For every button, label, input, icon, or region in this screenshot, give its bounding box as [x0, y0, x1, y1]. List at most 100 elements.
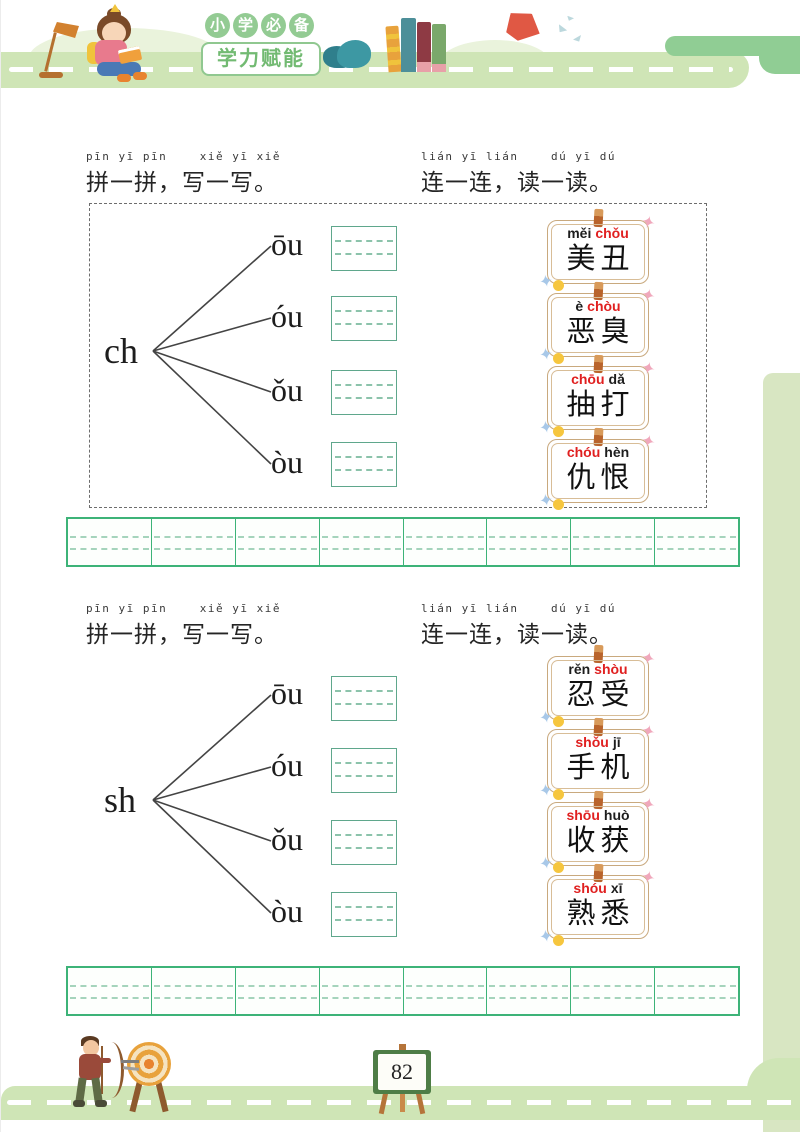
section1-title-right: 连一连，读一读。 — [421, 170, 613, 195]
final-ou4[interactable]: òu — [271, 444, 303, 480]
pinyin-syllable: huò — [603, 807, 630, 823]
pinyin-syllable: chòu — [587, 298, 621, 314]
section2-title-left: 拼一拼，写一写。 — [86, 622, 278, 647]
final-ou3[interactable]: ǒu — [271, 372, 303, 408]
practice-cell[interactable] — [68, 519, 152, 565]
side-bar — [763, 373, 800, 1132]
card-word: 恶臭 — [566, 316, 635, 348]
practice-cell[interactable] — [68, 968, 152, 1014]
writing-box[interactable] — [331, 892, 397, 937]
pinyin-syllable: chǒu — [595, 225, 629, 241]
desk-lamp-icon — [33, 20, 85, 86]
card-word: 仇恨 — [566, 462, 635, 494]
card-word: 忍受 — [566, 679, 635, 711]
pinyin-syllable: shòu — [594, 661, 628, 677]
road-dash-line — [9, 67, 733, 72]
archery-target-icon — [121, 1042, 175, 1113]
girl-reading-icon — [83, 4, 155, 90]
pinyin-syllable: hèn — [604, 444, 630, 460]
writing-box[interactable] — [331, 226, 397, 271]
corner-tab-step — [759, 48, 800, 74]
paper-shard — [567, 16, 574, 22]
final-ou1[interactable]: ōu — [271, 226, 303, 262]
badge-subtitle: 学力赋能 — [201, 42, 321, 76]
initial-sh[interactable]: sh — [104, 780, 137, 820]
practice-cell[interactable] — [236, 519, 320, 565]
practice-cell[interactable] — [236, 968, 320, 1014]
practice-cell[interactable] — [487, 968, 572, 1014]
practice-cell[interactable] — [404, 968, 488, 1014]
section1-dashed-frame — [89, 203, 707, 508]
badge-char: 小 — [205, 13, 230, 38]
final-ou3[interactable]: ǒu — [271, 821, 303, 857]
section1-pinyin-left: pīn yī pīn xiě yī xiě — [86, 150, 281, 163]
final-ou1[interactable]: ōu — [271, 675, 303, 711]
writing-box[interactable] — [331, 442, 397, 487]
practice-cell[interactable] — [655, 968, 738, 1014]
card-word: 手机 — [566, 752, 635, 784]
dot-decoration — [553, 499, 564, 510]
dot-decoration — [553, 716, 564, 727]
final-ou2[interactable]: óu — [271, 298, 303, 334]
initial-ch[interactable]: ch — [104, 331, 138, 371]
branch-lines — [152, 694, 272, 914]
card-word: 收获 — [566, 825, 635, 857]
section2-pinyin-left: pīn yī pīn xiě yī xiě — [86, 602, 281, 615]
practice-strip[interactable] — [66, 517, 740, 567]
pinyin-syllable: xī — [610, 880, 623, 896]
paper-shard — [556, 24, 568, 35]
practice-strip[interactable] — [66, 966, 740, 1016]
practice-cell[interactable] — [571, 519, 656, 565]
dot-decoration — [553, 280, 564, 291]
branch-lines — [152, 245, 272, 465]
writing-box[interactable] — [331, 676, 397, 721]
card-word: 美丑 — [566, 243, 635, 275]
writing-box[interactable] — [331, 370, 397, 415]
easel-board: 82 — [373, 1044, 431, 1115]
pinyin-syllable: jī — [612, 734, 621, 750]
pinyin-syllable: è — [575, 298, 584, 314]
practice-cell[interactable] — [404, 519, 488, 565]
dot-decoration — [553, 426, 564, 437]
final-ou4[interactable]: òu — [271, 893, 303, 929]
pinyin-syllable: chóu — [566, 444, 601, 460]
dot-decoration — [553, 935, 564, 946]
card-word: 熟悉 — [566, 898, 635, 930]
section1-title-left: 拼一拼，写一写。 — [86, 170, 278, 195]
practice-cell[interactable] — [571, 968, 656, 1014]
writing-box[interactable] — [331, 296, 397, 341]
practice-cell[interactable] — [152, 519, 236, 565]
practice-cell[interactable] — [655, 519, 738, 565]
dot-decoration — [553, 789, 564, 800]
badge-char: 必 — [261, 13, 286, 38]
practice-cell[interactable] — [320, 968, 404, 1014]
page-number: 82 — [378, 1054, 426, 1090]
practice-cell[interactable] — [487, 519, 572, 565]
pinyin-syllable: shóu — [573, 880, 607, 896]
badge-char: 学 — [233, 13, 258, 38]
writing-box[interactable] — [331, 820, 397, 865]
section1-pinyin-right: lián yī lián dú yī dú — [421, 150, 616, 163]
practice-cell[interactable] — [152, 968, 236, 1014]
practice-cell[interactable] — [320, 519, 404, 565]
writing-box[interactable] — [331, 748, 397, 793]
final-ou2[interactable]: óu — [271, 747, 303, 783]
pinyin-syllable: měi — [567, 225, 592, 241]
pinyin-syllable: rěn — [568, 661, 591, 677]
paper-shard — [572, 35, 582, 43]
